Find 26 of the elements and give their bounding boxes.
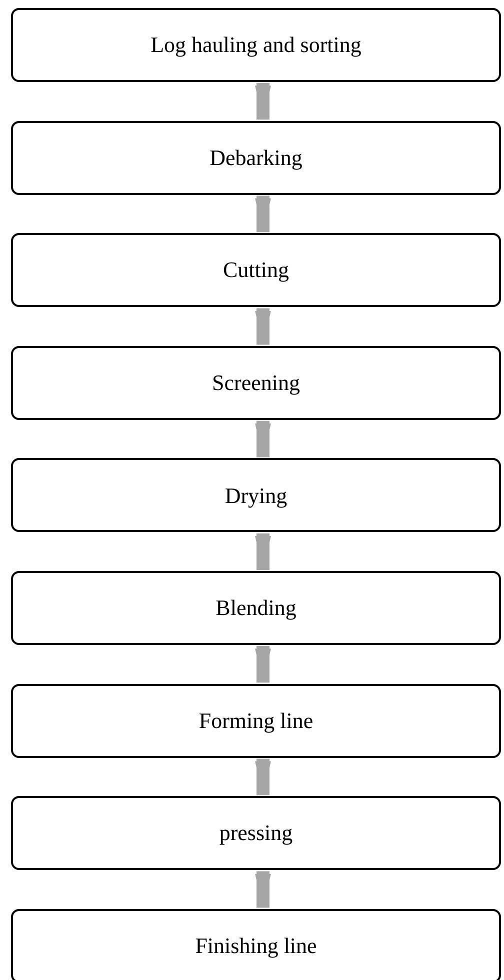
step-label: Drying <box>224 482 288 510</box>
block-arrow <box>255 871 271 908</box>
block-arrow <box>255 533 271 570</box>
process-box <box>11 346 501 420</box>
step-label: Finishing line <box>195 932 317 960</box>
step-label: Blending <box>216 594 296 622</box>
block-arrow <box>255 83 271 120</box>
step-label: pressing <box>219 819 293 847</box>
block-arrow <box>255 758 271 796</box>
process-box <box>11 233 501 308</box>
step-label: Log hauling and sorting <box>150 31 362 59</box>
block-arrow <box>255 420 271 458</box>
process-box <box>11 684 501 758</box>
step-label: Screening <box>212 369 300 397</box>
process-box <box>11 571 501 645</box>
step-label: Debarking <box>210 144 302 172</box>
process-box <box>11 8 501 82</box>
block-arrow <box>255 646 271 683</box>
block-arrow <box>255 308 271 345</box>
step-label: Cutting <box>222 256 289 284</box>
process-box <box>11 458 501 532</box>
block-arrow <box>255 196 271 232</box>
process-box <box>11 908 501 980</box>
step-label: Forming line <box>198 706 314 734</box>
process-box <box>11 796 501 870</box>
process-box <box>11 120 501 195</box>
